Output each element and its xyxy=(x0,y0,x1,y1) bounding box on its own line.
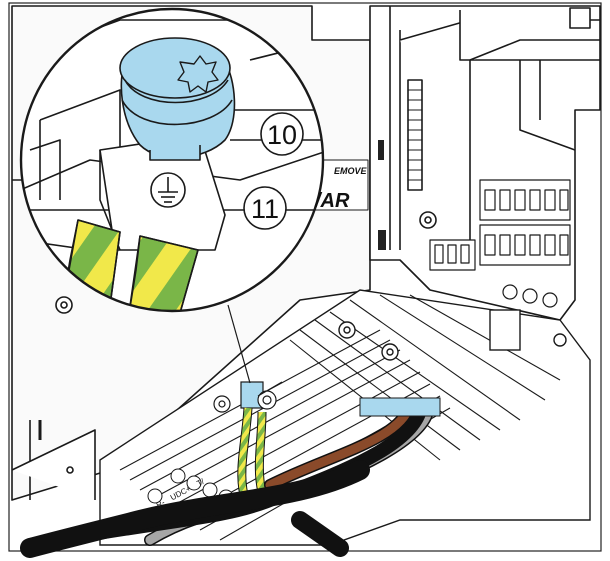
ground-clamp-small xyxy=(213,381,283,413)
remove-label: EMOVE xyxy=(334,166,368,176)
zoom-leader-line xyxy=(227,304,251,384)
terminal-label-r: R- xyxy=(155,498,167,510)
base-plate xyxy=(99,289,591,546)
callout-11: 11 xyxy=(243,186,287,230)
var-label: /AR xyxy=(314,190,350,212)
callout-10: 10 xyxy=(260,112,304,156)
zoom-detail xyxy=(19,7,325,313)
terminal-label-t: T/ xyxy=(195,477,206,489)
callout-11-label: 11 xyxy=(251,194,279,224)
callout-10-label: 10 xyxy=(267,120,297,150)
zoom-circle-border xyxy=(19,7,325,313)
power-cables xyxy=(20,399,434,558)
cable-gland-plate xyxy=(359,397,441,417)
